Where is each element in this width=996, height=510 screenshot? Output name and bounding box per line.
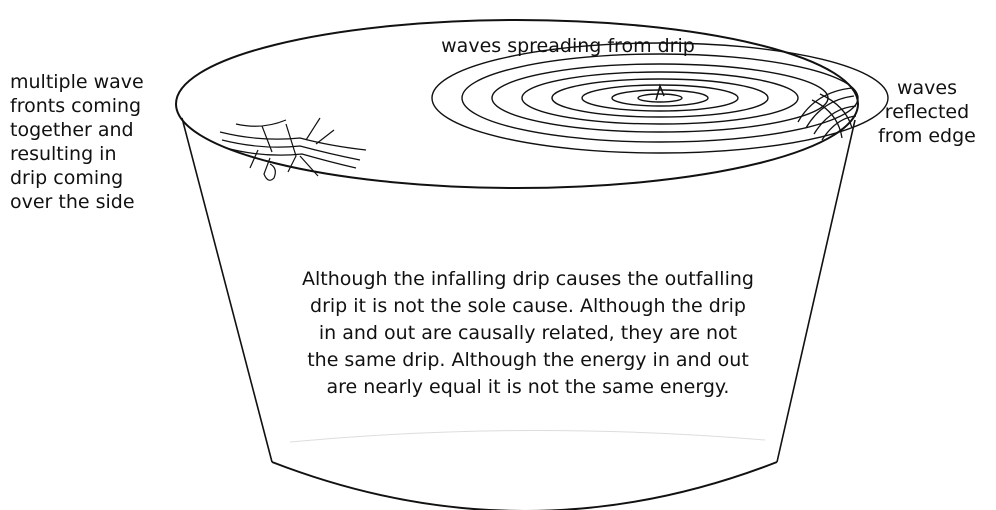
bucket-bottom (271, 461, 778, 510)
wave-ring (611, 89, 709, 107)
reflected-waves (797, 87, 857, 141)
wave-ring (521, 71, 799, 125)
wave-ring (551, 78, 769, 118)
bucket-left-side (181, 117, 273, 463)
label-line: waves (896, 77, 957, 99)
label-converging-wavefronts: multiple wave fronts coming together and… (10, 70, 144, 214)
wave-ring (461, 53, 859, 143)
label-line: resulting in (10, 143, 117, 165)
wave-ring (637, 93, 683, 103)
text-line: are nearly equal it is not the same ener… (326, 376, 730, 398)
drip-center (655, 83, 665, 101)
bucket-rim (175, 19, 859, 189)
label-line: over the side (10, 191, 135, 213)
label-line: multiple wave (10, 71, 144, 93)
label-line: from edge (878, 125, 976, 147)
label-line: fronts coming (10, 95, 142, 117)
wave-ring (491, 63, 829, 133)
text-line: Although the infalling drip causes the o… (302, 268, 754, 290)
text-line: drip it is not the sole cause. Although … (310, 295, 746, 317)
wave-ring (581, 84, 739, 112)
label-line: together and (10, 119, 134, 141)
label-line: reflected (884, 101, 970, 123)
bucket-right-side (776, 119, 856, 463)
label-line: drip coming (10, 167, 124, 189)
wave-ring (431, 42, 889, 154)
converging-waves (219, 117, 367, 181)
text-line: in and out are causally related, they ar… (318, 322, 738, 344)
text-line: the same drip. Although the energy in an… (307, 349, 749, 371)
explanation-text: Although the infalling drip causes the o… (238, 266, 818, 401)
label-reflected-waves: waves reflected from edge (862, 76, 992, 148)
bucket-bottom-back (289, 429, 766, 443)
label-waves-spreading: waves spreading from drip (441, 35, 695, 57)
concentric-waves (431, 42, 889, 154)
